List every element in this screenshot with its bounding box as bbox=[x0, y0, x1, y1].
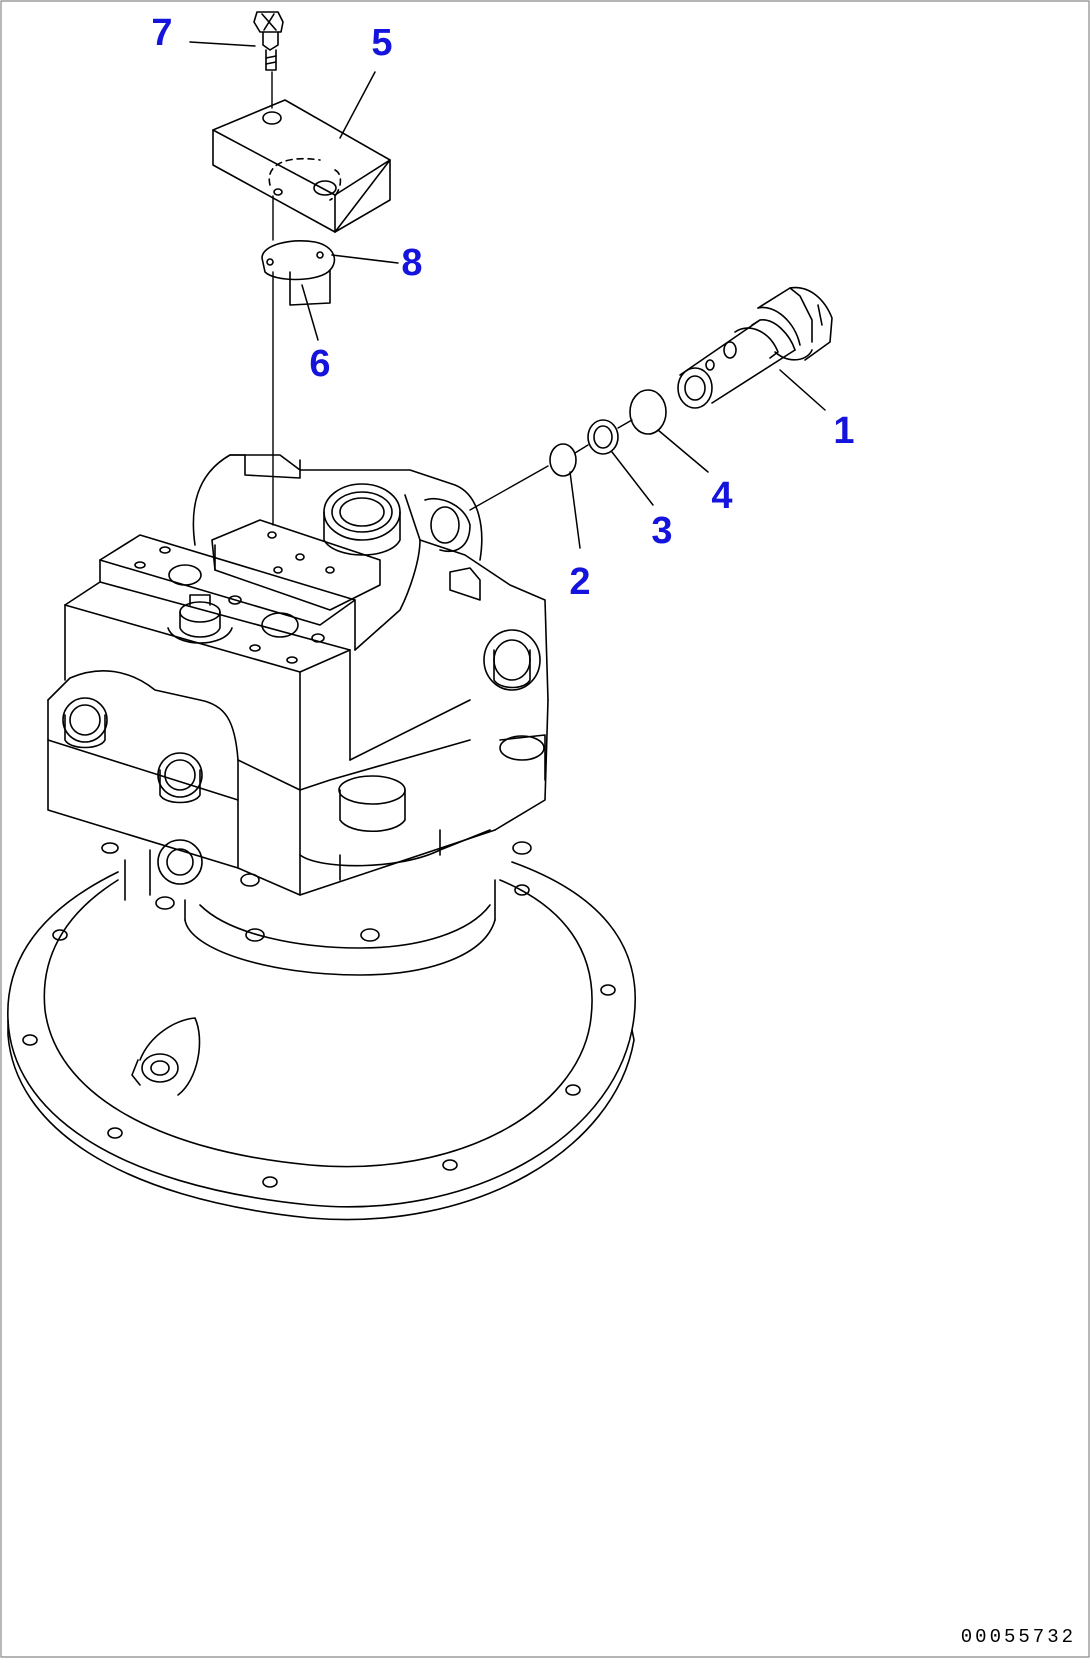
shim-plate bbox=[290, 270, 330, 305]
cap-bolt bbox=[254, 12, 283, 70]
motor-head bbox=[193, 455, 481, 610]
gasket-8 bbox=[262, 241, 334, 280]
swing-motor-body bbox=[48, 495, 548, 900]
reduction-housing bbox=[156, 842, 531, 975]
drawing-number: 00055732 bbox=[960, 1626, 1076, 1648]
backup-ring-3 bbox=[588, 420, 618, 454]
o-ring-4 bbox=[630, 390, 666, 434]
o-ring-2 bbox=[550, 444, 576, 476]
callout-5: 5 bbox=[371, 22, 393, 64]
assembly-lines bbox=[272, 72, 632, 525]
callout-8: 8 bbox=[401, 242, 423, 284]
cover-block bbox=[213, 100, 390, 232]
callout-3: 3 bbox=[651, 510, 673, 552]
callout-1: 1 bbox=[833, 410, 855, 452]
callout-4: 4 bbox=[711, 475, 733, 517]
callout-2: 2 bbox=[569, 561, 591, 603]
callout-6: 6 bbox=[309, 343, 331, 385]
callout-7: 7 bbox=[151, 12, 173, 54]
relief-valve-cartridge bbox=[678, 288, 832, 408]
mounting-flange bbox=[8, 862, 635, 1220]
leader-lines bbox=[190, 42, 825, 548]
